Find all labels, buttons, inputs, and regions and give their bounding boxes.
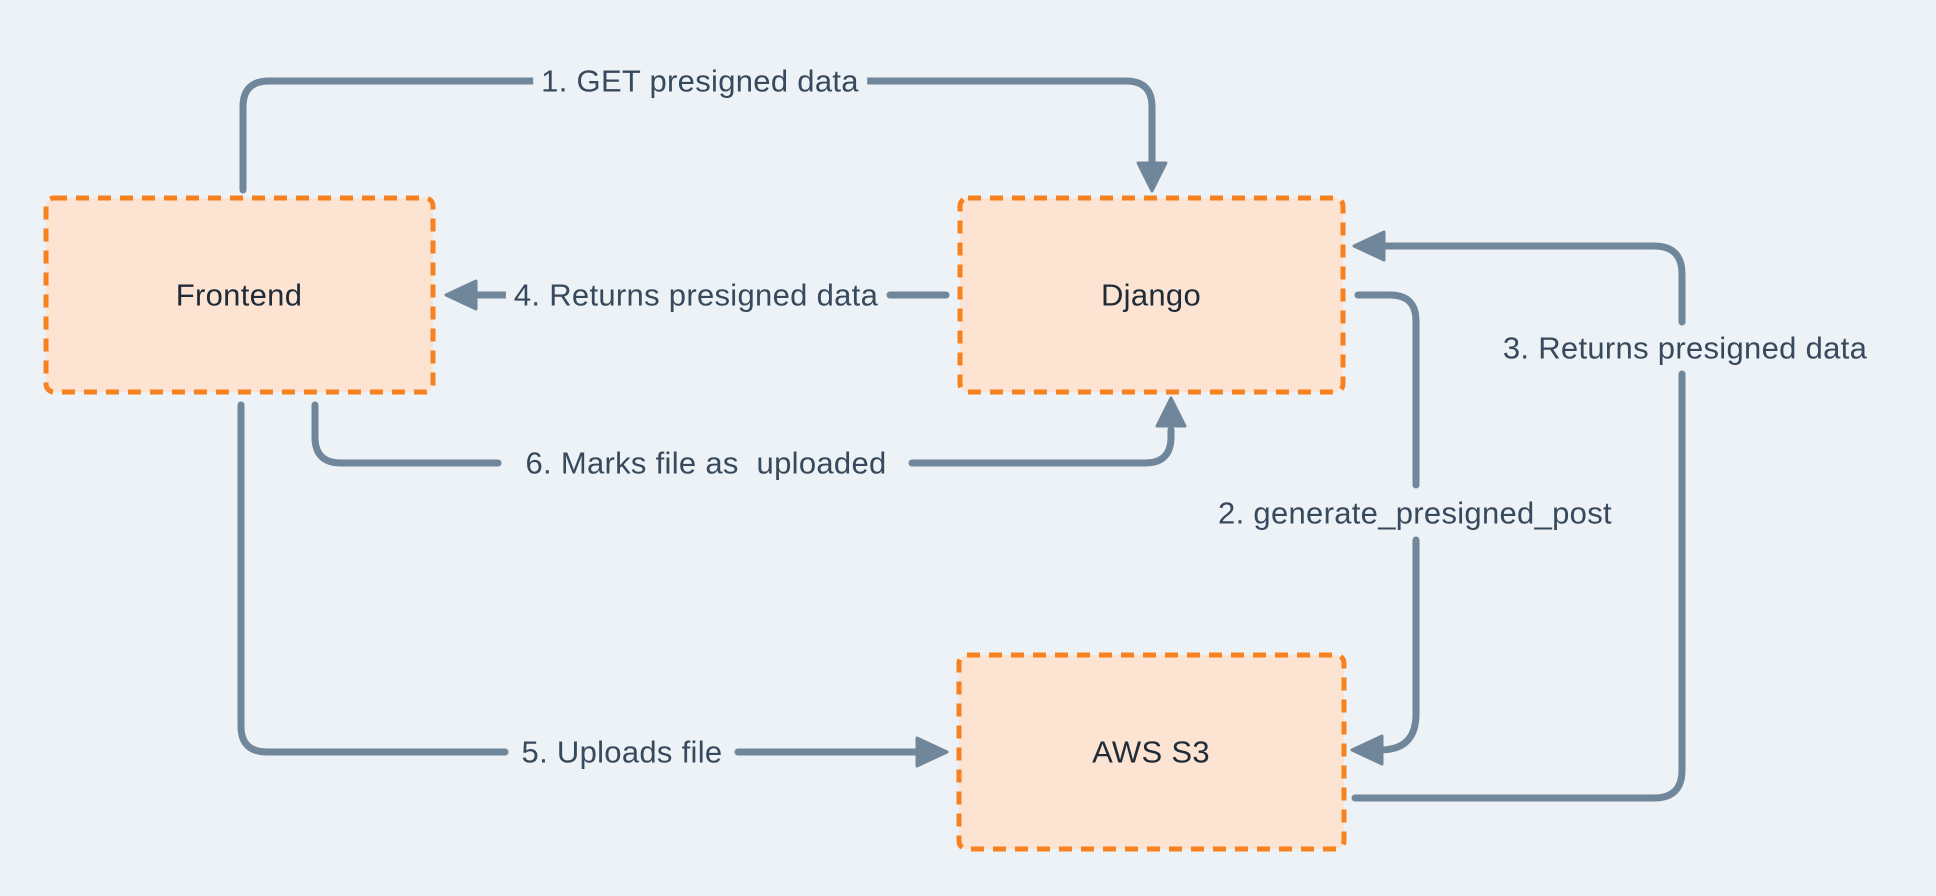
aws-s3-node-label: AWS S3	[1092, 734, 1210, 770]
edge-step-1-segment-b	[858, 77, 1156, 165]
edge-step-4	[444, 279, 950, 311]
edge-step-1	[239, 77, 1168, 194]
edge-step-2	[1350, 291, 1420, 766]
django-node-label: Django	[1100, 277, 1202, 313]
step-2-label: 2. generate_presigned_post	[1210, 492, 1620, 534]
edge-step-6-segment-a	[311, 401, 502, 467]
arrow-up-icon	[1155, 396, 1187, 428]
step-1-label: 1. GET presigned data	[533, 60, 867, 102]
arrow-down-icon	[1136, 161, 1168, 193]
edge-step-2-segment-a	[1354, 291, 1420, 489]
step-4-label: 4. Returns presigned data	[505, 274, 887, 316]
arrow-right-icon	[915, 736, 949, 768]
edge-step-3-segment-b	[1382, 242, 1686, 326]
edge-step-2-segment-b	[1376, 536, 1420, 754]
edge-step-6	[311, 396, 1187, 467]
frontend-node-label: Frontend	[175, 277, 303, 313]
step-3-label: 3. Returns presigned data	[1494, 327, 1876, 369]
edge-step-6-segment-b	[908, 426, 1175, 467]
frontend-node-box	[43, 195, 436, 395]
arrow-left-icon	[1352, 230, 1386, 262]
edge-step-1-segment-a	[239, 77, 542, 194]
edge-step-3	[1351, 230, 1686, 802]
edge-step-5	[237, 401, 949, 768]
arrow-left-icon	[1350, 734, 1384, 766]
edge-step-5-segment-a	[237, 401, 509, 756]
step-5-label: 5. Uploads file	[513, 731, 731, 773]
arrow-left-icon	[444, 279, 478, 311]
aws-s3-node-box	[956, 652, 1347, 852]
step-6-label: 6. Marks file as uploaded	[517, 442, 895, 484]
edge-step-3-segment-a	[1351, 370, 1686, 802]
django-node-box	[957, 195, 1346, 395]
